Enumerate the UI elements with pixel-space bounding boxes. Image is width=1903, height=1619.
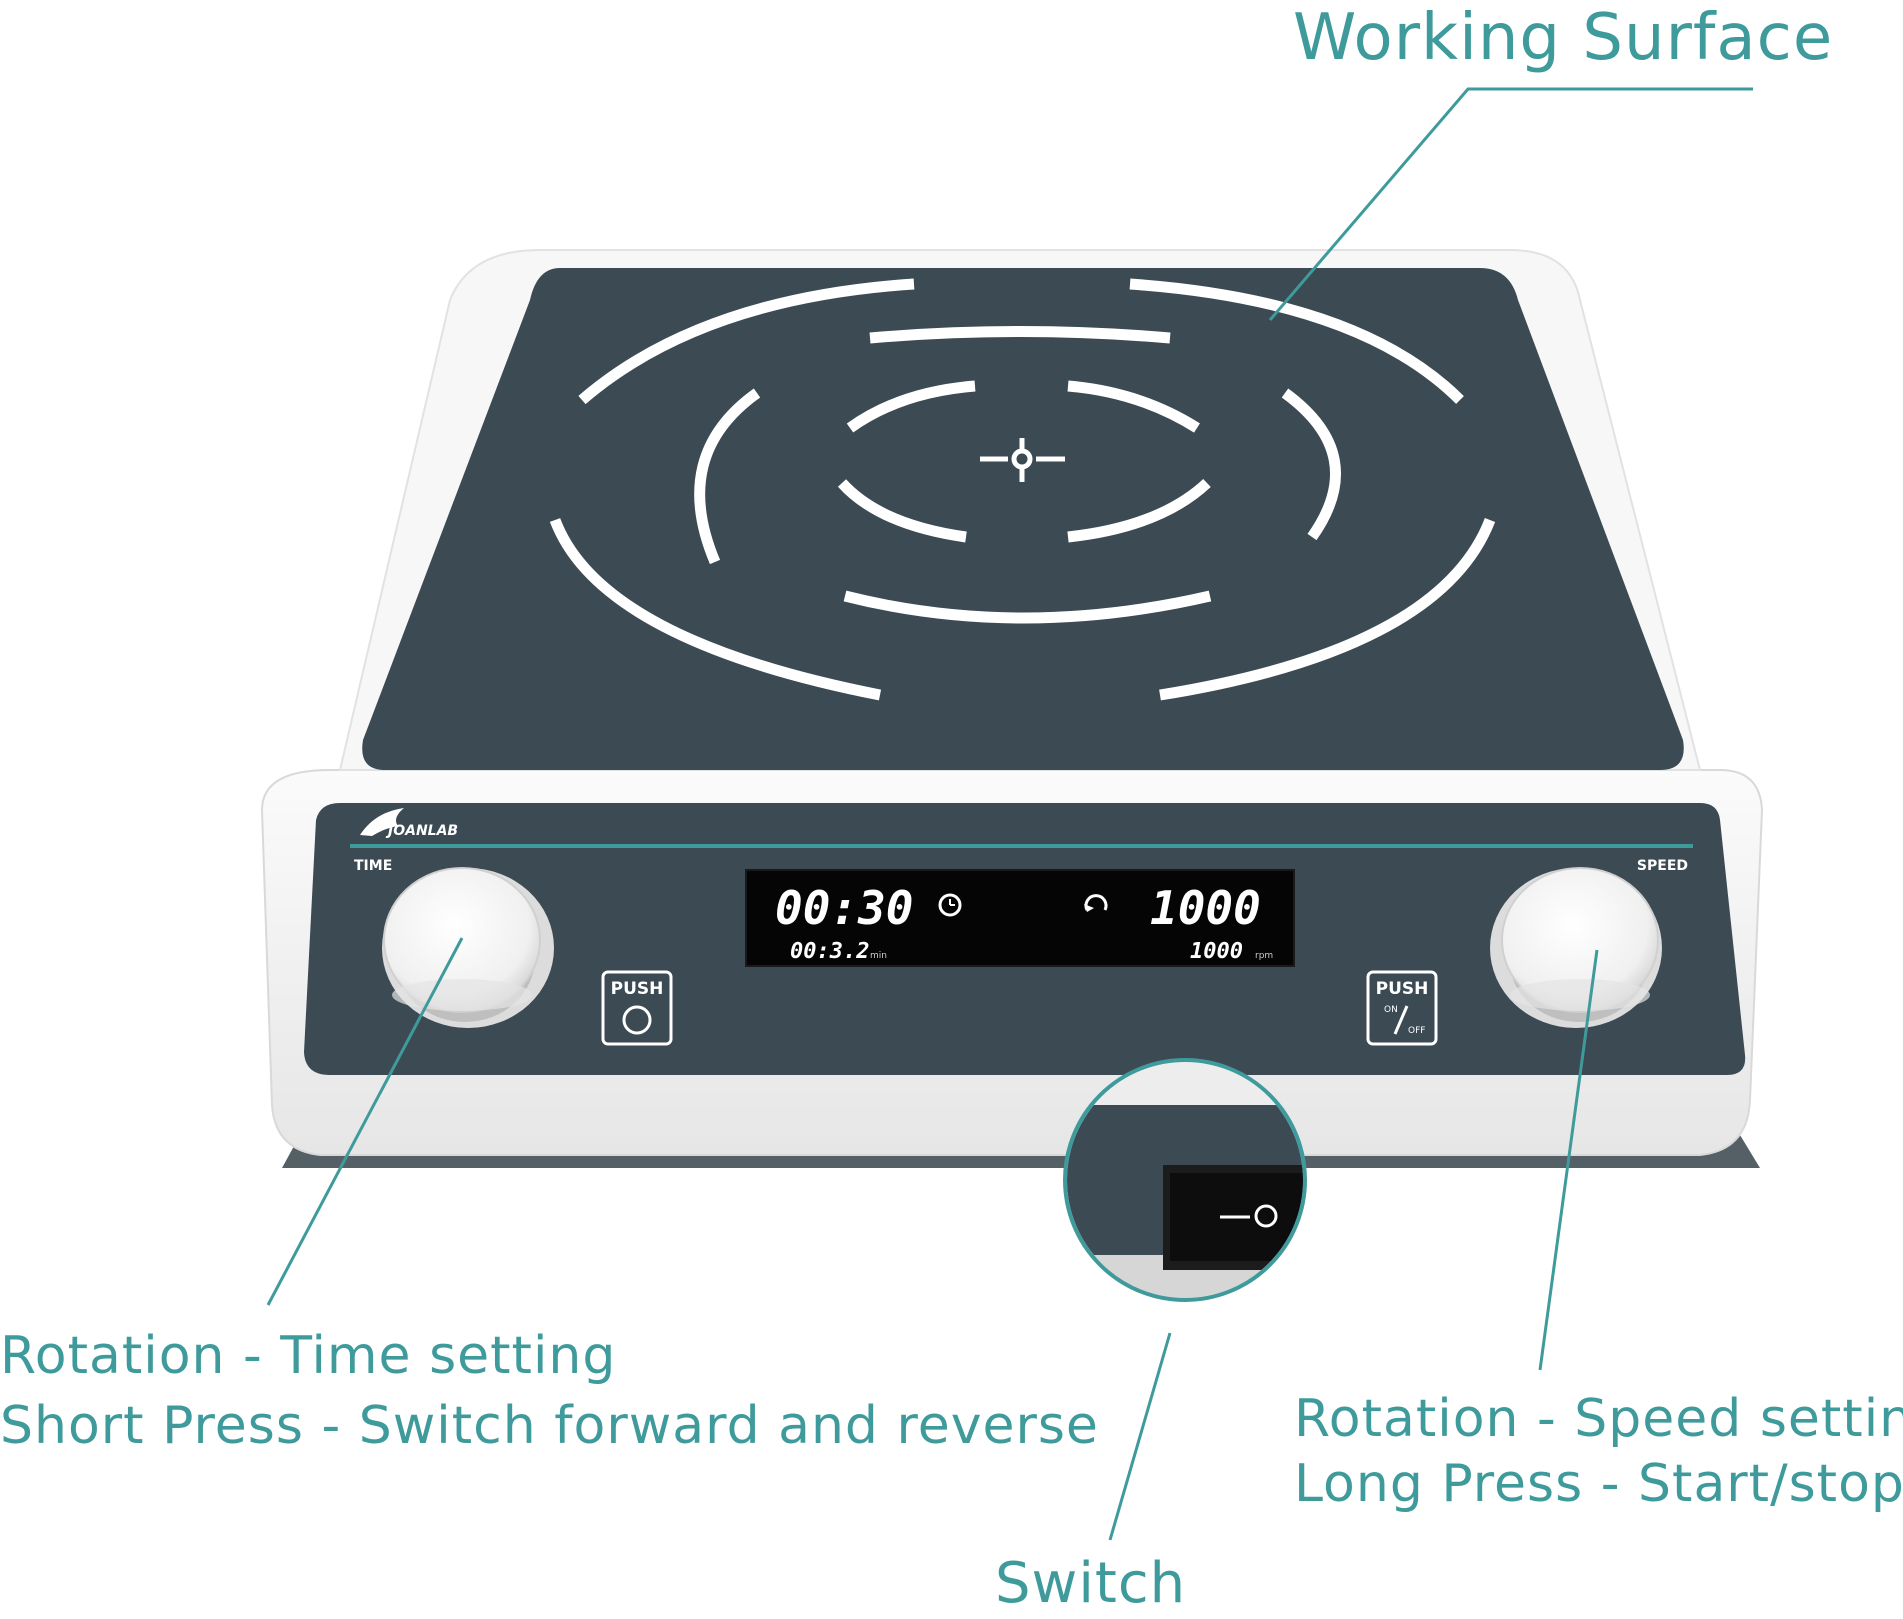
time-knob-leader — [266, 937, 464, 1306]
set-time-readout: 00:30 — [775, 881, 913, 935]
time-knob-press-callout: Short Press - Switch forward and reverse — [0, 1396, 1099, 1456]
switch-leader — [1108, 1332, 1172, 1541]
ring-outer-top-left — [578, 278, 915, 405]
ring-middle-left — [694, 388, 761, 565]
rotation-icon — [1084, 894, 1108, 912]
ring-inner-top-left — [846, 380, 976, 433]
brand-logo: JOANLAB — [385, 823, 458, 839]
power-rocker-switch[interactable] — [1163, 1165, 1313, 1270]
speed-knob[interactable] — [1490, 867, 1662, 1028]
actual-time-readout: 00:3.2 — [790, 939, 869, 964]
fish-logo-icon — [360, 808, 404, 836]
set-speed-readout: 1000 — [1150, 881, 1261, 935]
time-label: TIME — [354, 858, 392, 874]
ring-middle-top — [869, 326, 1171, 344]
ring-inner-top-right — [1067, 380, 1200, 433]
switch-off-mark — [1254, 1204, 1278, 1228]
right-push-label: PUSH — [1376, 979, 1429, 999]
actual-speed-readout: 1000 — [1190, 939, 1243, 964]
leader-lines — [266, 87, 1753, 1541]
ring-inner-bottom-left — [837, 479, 967, 543]
power-toggle-icon — [1393, 1005, 1409, 1035]
speed-label: SPEED — [1637, 858, 1688, 874]
lcd-display: 00:30 1000 00:3.2 min 1000 rpm — [745, 869, 1295, 967]
working-surface-callout: Working Surface — [1293, 1, 1834, 75]
actual-speed-unit: rpm — [1255, 951, 1273, 961]
speed-knob-leader — [1538, 949, 1599, 1371]
reverse-push-button[interactable]: PUSH — [601, 970, 673, 1046]
ring-outer-bottom-right — [1159, 518, 1496, 701]
off-label: OFF — [1408, 1026, 1425, 1036]
ring-middle-bottom — [843, 590, 1212, 624]
time-knob-rotation-callout: Rotation - Time setting — [0, 1326, 617, 1386]
time-knob[interactable] — [382, 867, 554, 1028]
actual-time-unit: min — [870, 951, 887, 961]
speed-knob-rotation-callout: Rotation - Speed setting — [1294, 1389, 1903, 1449]
start-stop-push-button[interactable]: PUSH ON OFF — [1366, 970, 1438, 1046]
ring-outer-bottom-left — [549, 518, 882, 701]
reverse-icon — [622, 1005, 652, 1035]
working-surface-leader — [1268, 87, 1753, 321]
ring-outer-top-right — [1129, 278, 1464, 404]
position-rings — [549, 278, 1496, 701]
ring-middle-right — [1281, 388, 1341, 541]
ring-inner-bottom-right — [1067, 478, 1211, 543]
speed-knob-press-callout: Long Press - Start/stop — [1294, 1454, 1903, 1514]
switch-callout: Switch — [995, 1551, 1187, 1616]
crosshair-icon — [980, 438, 1065, 482]
clock-icon — [938, 893, 962, 917]
left-push-label: PUSH — [611, 979, 664, 999]
on-label: ON — [1384, 1005, 1398, 1015]
